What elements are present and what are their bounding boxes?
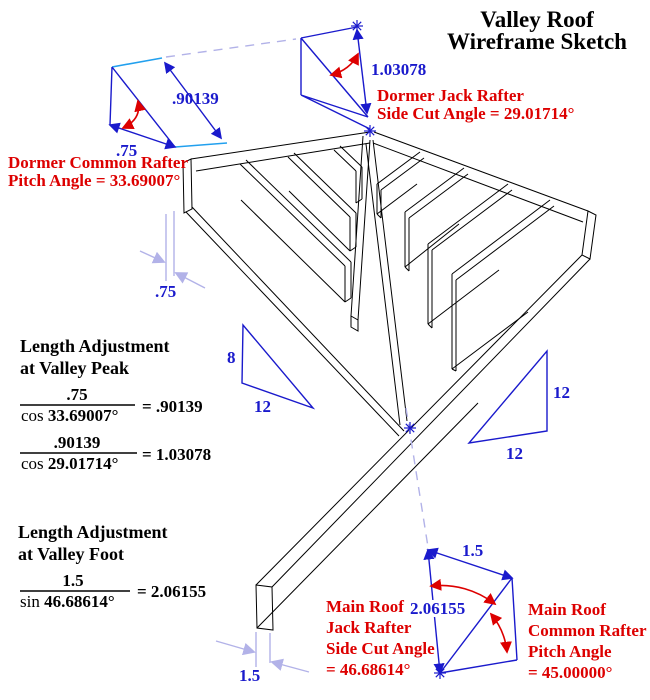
math-valley-foot: Length Adjustment at Valley Foot 1.5 sin… [18, 522, 206, 611]
roof-plane-edge [111, 57, 228, 148]
slope-dormer-run: 12 [254, 397, 271, 416]
dormer-jack-detail [300, 26, 372, 130]
dim-main-jack-length: 2.06155 [410, 599, 465, 618]
dim-rafter-offset: 1.5 [239, 666, 260, 685]
main-jack-label-2: Jack Rafter [326, 618, 412, 637]
rafter-offset-dimension [215, 632, 310, 673]
star-valley-crossing [403, 421, 417, 435]
main-pitch-angle-arc [489, 612, 512, 654]
label-mask [408, 600, 466, 617]
dim-ridge-offset: .75 [155, 282, 176, 301]
math-valley-peak: Length Adjustment at Valley Peak .75 cos… [20, 336, 211, 473]
main-roof-detail [423, 547, 518, 675]
right-rafter-4 [451, 199, 555, 372]
peak-eq2-result: = 1.03078 [142, 445, 211, 464]
red-annotations: Dormer Common Rafter Pitch Angle = 33.69… [8, 86, 647, 682]
dormer-jack-label-2: Side Cut Angle = 29.01714° [377, 104, 574, 123]
right-rafter-1 [376, 151, 425, 219]
dashed-link-top [165, 38, 297, 58]
ridge-offset-dimension [139, 211, 206, 289]
valley-board [365, 139, 408, 426]
main-common-label-1: Main Roof [528, 600, 606, 619]
dim-dormer-slope: .90139 [172, 89, 219, 108]
left-rafter-4 [333, 145, 363, 204]
left-rafter-1 [185, 206, 405, 437]
blue-dimension-labels: .90139 .75 1.03078 .75 2.06155 1.5 1.5 8… [116, 60, 570, 685]
main-jack-label-1: Main Roof [326, 597, 404, 616]
main-jack-label-3: Side Cut Angle [326, 639, 435, 658]
dormer-jack-label-1: Dormer Jack Rafter [377, 86, 524, 105]
left-eave-board [190, 131, 371, 172]
run-dimension [108, 122, 177, 150]
jack-length-dimension [352, 28, 372, 115]
slope-main-run: 12 [506, 444, 523, 463]
title-block: Valley Roof Wireframe Sketch [447, 7, 627, 54]
main-side-cut-angle-arc [429, 578, 497, 606]
main-common-label-3: Pitch Angle [528, 642, 612, 661]
peak-heading-1: Length Adjustment [20, 336, 170, 356]
peak-eq1-numerator: .75 [66, 385, 87, 404]
title-line-1: Valley Roof [480, 7, 594, 32]
dim-dormer-run: .75 [116, 141, 137, 160]
right-rafter-2 [404, 167, 469, 272]
slope-main-rise: 12 [553, 383, 570, 402]
dormer-common-label-2: Pitch Angle = 33.69007° [8, 171, 180, 190]
peak-eq1-denominator: cos 33.69007° [21, 406, 118, 425]
dim-main-run: 1.5 [462, 541, 483, 560]
slope-dimension [163, 61, 223, 140]
star-main-foot [433, 666, 447, 680]
side-cut-angle-arc [329, 52, 359, 79]
dim-dormer-jack-length: 1.03078 [371, 60, 426, 79]
peak-eq2-denominator: cos 29.01714° [21, 454, 118, 473]
foot-heading-1: Length Adjustment [18, 522, 168, 542]
main-common-label-2: Common Rafter [528, 621, 647, 640]
slope-dormer-rise: 8 [227, 348, 236, 367]
main-rafter-foot-cap [255, 584, 274, 631]
foot-eq1-numerator: 1.5 [62, 571, 83, 590]
peak-eq1-result: = .90139 [142, 397, 203, 416]
right-rafter-3 [427, 183, 513, 329]
peak-heading-2: at Valley Peak [20, 358, 129, 378]
dormer-common-label-1: Dormer Common Rafter [8, 153, 188, 172]
pitch-angle-arc [121, 99, 147, 130]
title-line-2: Wireframe Sketch [447, 29, 627, 54]
dormer-common-detail [108, 57, 228, 150]
main-rafter-board [255, 254, 591, 629]
foot-eq1-denominator: sin 46.68614° [20, 592, 115, 611]
foot-eq1-result: = 2.06155 [137, 582, 206, 601]
slope-triangle-main [467, 349, 548, 444]
main-jack-label-4: = 46.68614° [326, 660, 411, 679]
slope-triangle-dormer [241, 323, 316, 410]
foot-heading-2: at Valley Foot [18, 544, 124, 564]
right-eave-end-cap [581, 210, 597, 260]
left-rafter-2 [239, 159, 352, 303]
right-eave-board [372, 131, 589, 223]
main-common-label-4: = 45.00000° [528, 663, 613, 682]
roof-wireframe [182, 131, 597, 631]
star-dormer-jack [350, 19, 364, 33]
peak-eq2-numerator: .90139 [54, 433, 101, 452]
left-eave-end-cap [182, 158, 193, 214]
left-rafter-3 [287, 152, 357, 252]
